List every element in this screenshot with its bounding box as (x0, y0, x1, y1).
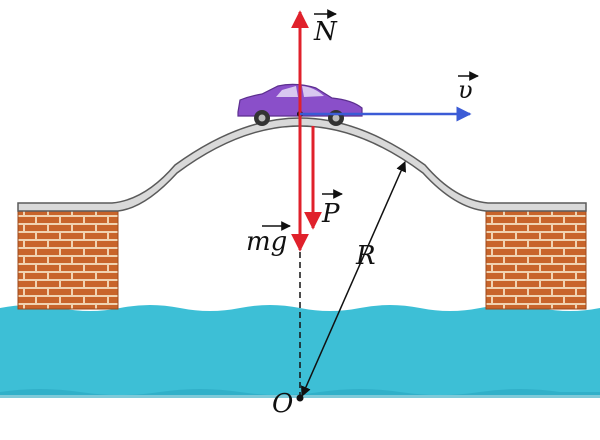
normal-force-label: N (313, 9, 338, 47)
svg-text:υ: υ (458, 76, 473, 104)
right-brick-pillar (485, 206, 587, 310)
svg-text:P: P (321, 199, 340, 229)
svg-text:mg: mg (246, 227, 287, 257)
center-point (296, 394, 304, 402)
weight-force-label: P (321, 189, 343, 229)
left-brick-pillar (17, 206, 119, 310)
gravity-label: mg (246, 221, 291, 257)
radius-arrow (301, 161, 406, 397)
radius-label: R (355, 241, 376, 271)
svg-text:N: N (313, 17, 338, 47)
arched-bridge-deck (17, 117, 587, 212)
velocity-label: υ (458, 71, 479, 104)
water (0, 305, 600, 398)
center-label: O (272, 389, 293, 419)
